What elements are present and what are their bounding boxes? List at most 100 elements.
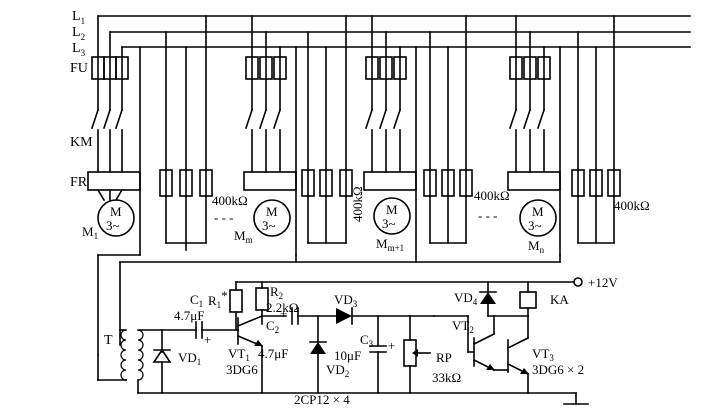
thermal-relay xyxy=(507,171,561,191)
svg-text:3~: 3~ xyxy=(106,218,120,233)
transistor-vt3: VT3 3DG6 × 2 xyxy=(506,315,584,394)
svg-text:M: M xyxy=(266,204,278,219)
resistor-400k xyxy=(301,169,315,197)
r400-label-4: 400kΩ xyxy=(614,198,650,213)
resistor-400k xyxy=(179,169,193,197)
motor-m1 xyxy=(373,197,411,235)
relay-ka: KA xyxy=(519,281,569,317)
fuse xyxy=(273,56,287,80)
vd3-label: VD3 xyxy=(334,292,358,309)
motor-branch-m: M 3~ Mm 400kΩ - - - xyxy=(212,15,353,256)
fuse xyxy=(115,56,129,80)
c2-label: C2 xyxy=(266,318,279,335)
diodes-note: 2CP12 × 4 xyxy=(294,392,350,407)
r2-value: 2.2kΩ xyxy=(266,300,298,315)
ka-label: KA xyxy=(550,292,569,307)
resistor-r2: R2 2.2kΩ xyxy=(255,281,298,325)
capacitor-c1: C1 4.7μF + xyxy=(174,292,239,347)
r1-label: R1* xyxy=(208,288,228,310)
capacitor-c3: C3 10μF + xyxy=(334,315,395,394)
potentiometer-rp: RP 33kΩ xyxy=(403,315,461,394)
resistor-400k xyxy=(319,169,333,197)
motor-1 xyxy=(97,199,135,237)
transistor-vt2: VT2 xyxy=(433,315,509,372)
fr-label: FR xyxy=(70,175,88,190)
motor-branch-1: M 3~ M1 xyxy=(82,15,213,256)
c3-label: C3 xyxy=(360,332,374,349)
vt1-label: VT1 xyxy=(228,346,250,363)
r400-label-2: 400kΩ xyxy=(350,186,365,222)
diode-vd2: VD2 xyxy=(309,315,349,394)
vd1-label: VD1 xyxy=(178,350,201,367)
c3-value: 10μF xyxy=(334,348,361,363)
r400-label-1: 400kΩ xyxy=(212,193,248,208)
c1-value: 4.7μF xyxy=(174,308,204,323)
c2-value: 4.7μF xyxy=(258,346,288,361)
fuse xyxy=(379,56,393,80)
thermal-relay xyxy=(87,171,141,191)
resistor-400k xyxy=(607,169,621,197)
fuse xyxy=(365,56,379,80)
svg-text:M: M xyxy=(386,202,398,217)
r400-label-3: 400kΩ xyxy=(474,188,510,203)
mn-label: Mn xyxy=(528,238,545,255)
vt3-type: 3DG6 × 2 xyxy=(532,362,584,377)
fuse xyxy=(537,56,551,80)
resistor-r1: R1* xyxy=(208,281,243,331)
vd2-label: VD2 xyxy=(326,362,349,379)
vt3-label: VT3 xyxy=(532,346,554,363)
motor-branch-n: M 3~ Mn 400kΩ - - - 400kΩ xyxy=(474,15,650,256)
transistor-vt1: VT1 3DG6 xyxy=(226,314,287,394)
svg-text:M: M xyxy=(110,204,122,219)
resistor-400k xyxy=(159,169,173,197)
resistor-400k xyxy=(441,169,455,197)
svg-text:+: + xyxy=(388,338,395,353)
supply-rail: +12V xyxy=(235,275,618,290)
vt1-type: 3DG6 xyxy=(226,362,258,377)
dash-ellipsis-1: - - - xyxy=(214,210,234,225)
fuse xyxy=(393,56,407,80)
resistor-400k xyxy=(339,169,353,197)
svg-text:3~: 3~ xyxy=(262,218,276,233)
svg-text:+: + xyxy=(280,306,287,321)
diode-vd3: VD3 xyxy=(334,292,411,325)
svg-text:M: M xyxy=(532,204,544,219)
mm1-label: Mm+1 xyxy=(376,236,404,253)
ground-symbol xyxy=(563,392,589,405)
resistor-400k xyxy=(571,169,585,197)
motor-branch-m1: M 3~ Mm+1 400kΩ xyxy=(350,15,473,263)
c1-label: C1 xyxy=(190,292,203,309)
fuse xyxy=(509,56,523,80)
svg-text:3~: 3~ xyxy=(528,218,542,233)
bus-label-l3: L3 xyxy=(72,41,86,58)
thermal-relay xyxy=(363,171,417,191)
supply-label: +12V xyxy=(588,275,618,290)
motor-n xyxy=(519,199,557,237)
bus-lines xyxy=(97,15,691,48)
diode-vd4: VD4 xyxy=(454,281,529,317)
fuse xyxy=(523,56,537,80)
fu-label: FU xyxy=(70,61,88,76)
transformer-t: T xyxy=(97,329,144,381)
mm-label: Mm xyxy=(234,228,253,245)
dash-ellipsis-2: - - - xyxy=(478,208,498,223)
vt2-label: VT2 xyxy=(452,318,474,335)
km-label: KM xyxy=(70,135,93,150)
svg-text:+: + xyxy=(204,332,211,347)
resistor-400k xyxy=(459,169,473,197)
thermal-relay xyxy=(243,171,297,191)
resistor-400k xyxy=(589,169,603,197)
resistor-400k xyxy=(423,169,437,197)
fuse xyxy=(245,56,259,80)
rectifier-vd1: VD1 xyxy=(137,329,577,394)
fuse xyxy=(259,56,273,80)
bus-label-l2: L2 xyxy=(72,25,85,42)
capacitor-c2: + C2 4.7μF xyxy=(258,306,337,361)
t-label: T xyxy=(104,333,113,348)
vd4-label: VD4 xyxy=(454,290,478,307)
motor-m xyxy=(253,199,291,237)
rp-label: RP xyxy=(436,350,452,365)
svg-text:3~: 3~ xyxy=(382,216,396,231)
